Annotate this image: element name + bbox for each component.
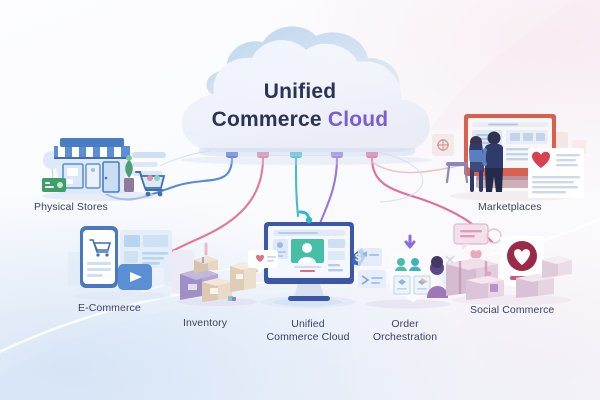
illustration-social-commerce: [446, 223, 572, 305]
illustration-unified-commerce-cloud: $: [248, 210, 366, 308]
label-unified-commerce-cloud: Unified Commerce Cloud: [252, 318, 364, 344]
illustration-inventory: [172, 242, 264, 306]
label-unified-line2: Commerce Cloud: [266, 331, 350, 343]
chat-bubble-icon: [453, 223, 489, 250]
team-icons: [395, 258, 421, 271]
label-physical-stores: Physical Stores: [34, 201, 108, 213]
illustration-ecommerce: [68, 226, 178, 301]
illustration-marketplaces: [432, 114, 586, 201]
cloud-title-accent: Cloud: [327, 108, 389, 131]
illustration-physical-stores: [42, 138, 166, 201]
label-marketplaces: Marketplaces: [478, 201, 542, 213]
cloud-base-shadow: [198, 148, 416, 156]
shopping-cart-icon: [135, 171, 166, 197]
cloud-title-line2: Commerce Cloud: [170, 106, 430, 134]
heart-bubble-icon: [248, 250, 278, 274]
connector-line-inventory: [294, 156, 300, 218]
label-inventory: Inventory: [183, 317, 228, 329]
cloud-title-line1: Unified: [263, 80, 337, 103]
label-order-line1: Order: [391, 318, 419, 330]
label-unified-line1: Unified: [291, 318, 325, 330]
cloud-title-plain: Commerce: [211, 108, 328, 131]
label-social-commerce: Social Commerce: [470, 304, 555, 316]
label-order-line2: Orchestration: [372, 331, 438, 343]
label-order-orchestration: Order Orchestration: [356, 318, 454, 344]
cloud-title: Unified Commerce Cloud: [170, 78, 430, 134]
cart-glyph-icon: [89, 239, 112, 257]
label-ecommerce: E-Commerce: [78, 302, 141, 314]
